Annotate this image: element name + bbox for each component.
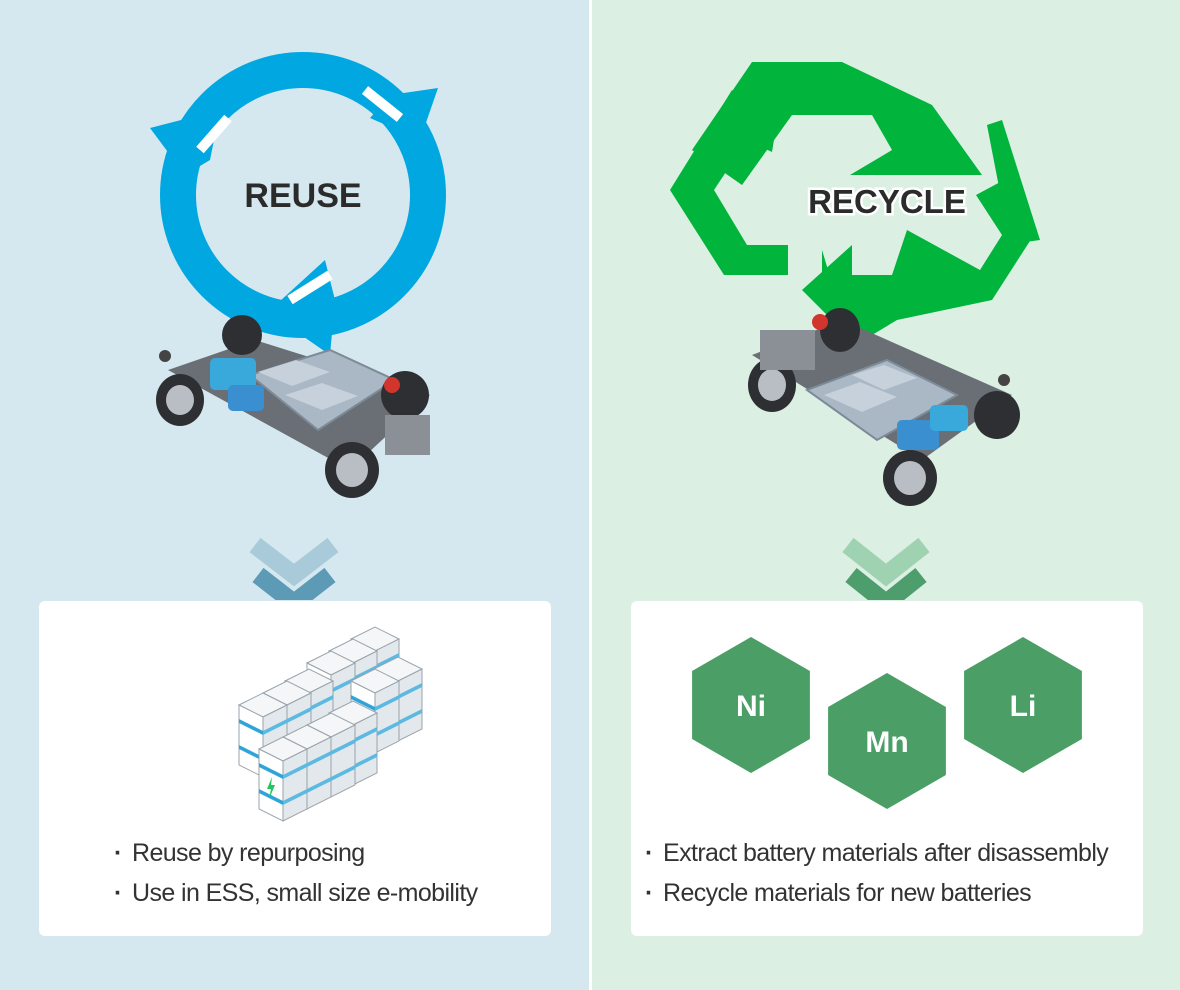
reuse-card: Reuse by repurposing Use in ESS, small s… [39, 601, 551, 936]
reuse-bullet-list: Reuse by repurposing Use in ESS, small s… [114, 833, 478, 913]
battery-cabinet-icon [257, 736, 309, 822]
ev-chassis-icon [748, 308, 1020, 506]
material-hexagon-icon: Mn [828, 673, 946, 809]
reuse-title: REUSE [244, 177, 361, 215]
chevron-down-icon [249, 537, 339, 600]
ev-chassis-icon [156, 315, 430, 498]
recycle-triangle-icon [670, 62, 1040, 350]
material-hexagon-icon: Ni [692, 637, 810, 773]
recycle-bullet-list: Extract battery materials after disassem… [645, 833, 1109, 913]
ess-battery-cabinets-icon [237, 626, 424, 822]
list-item: Recycle materials for new batteries [645, 873, 1108, 913]
material-symbol: Mn [865, 726, 908, 759]
recycle-graphic: RECYCLE [670, 62, 1040, 600]
list-item: Extract battery materials after disassem… [645, 833, 1109, 873]
circular-arrows-icon [150, 52, 446, 355]
panel-divider [589, 0, 592, 990]
battery-cabinet-icon [237, 692, 289, 778]
recycle-title: RECYCLE [808, 183, 966, 220]
material-symbol: Ni [736, 690, 766, 723]
list-item: Use in ESS, small size e-mobility [114, 873, 478, 913]
list-item: Reuse by repurposing [114, 833, 478, 873]
material-symbol: Li [1010, 690, 1037, 723]
material-hexagon-icon: Li [964, 637, 1082, 773]
reuse-graphic: REUSE [150, 52, 446, 600]
chevron-down-icon [842, 537, 930, 600]
